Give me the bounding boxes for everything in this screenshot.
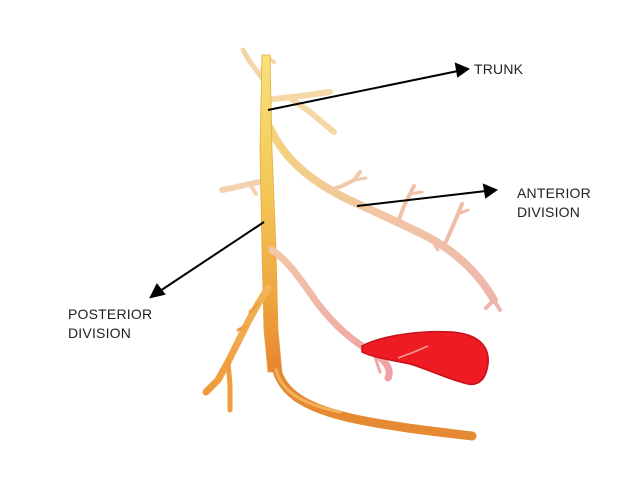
label-anterior-line1: ANTERIOR [517,185,591,201]
anterior-arrow [356,190,487,207]
label-anterior-division: ANTERIOR DIVISION [517,184,591,222]
pointer-arrows [149,62,499,299]
label-trunk-text: TRUNK [474,61,524,77]
label-anterior-line2: DIVISION [517,204,581,220]
label-posterior-line1: POSTERIOR [68,306,153,322]
label-trunk: TRUNK [474,60,523,79]
label-posterior-division: POSTERIOR DIVISION [68,305,152,343]
left-branch [219,177,271,196]
trunk-arrow [267,70,459,111]
posterior-division-branch [202,284,272,413]
anterior-division-branch [266,124,502,312]
kidney-shape [361,330,489,386]
upper-side-branch [263,89,337,135]
artery-trunk [259,54,283,373]
posterior-arrow [159,221,265,292]
kidney-branch [268,246,393,382]
label-posterior-line2: DIVISION [68,325,132,341]
